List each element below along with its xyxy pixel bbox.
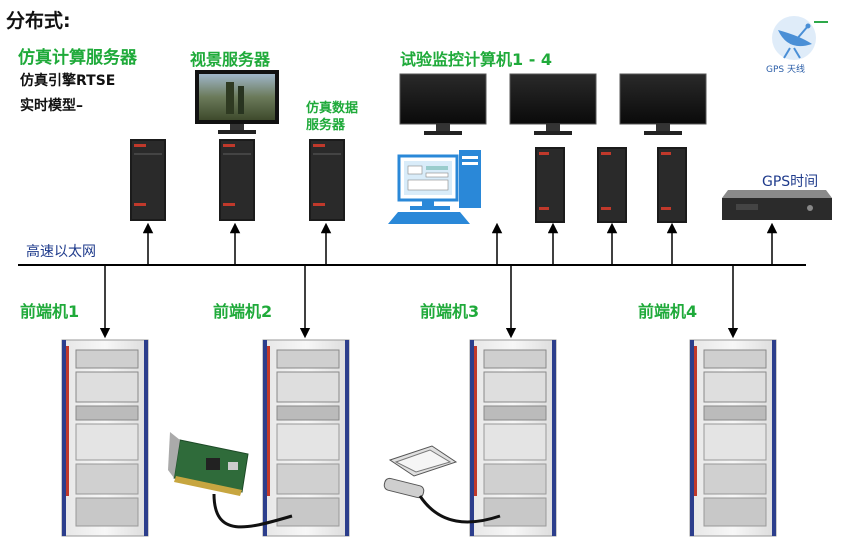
monitor-tower-2 [597,147,627,223]
gps-time-device [722,190,832,220]
sim-server-model-label: 实时模型– [20,98,83,114]
monitor-tower-1 [535,147,565,223]
front-end-label-3: 前端机3 [420,302,480,321]
usb-cable [418,495,501,524]
front-end-rack-2 [262,339,350,537]
monitor-pc-clipart [388,150,481,224]
front-end-rack-3 [469,339,557,537]
visual-server-title: 视景服务器 [190,50,271,69]
front-end-rack-1 [61,339,149,537]
usb-device [383,445,458,499]
front-end-label-4: 前端机4 [638,302,698,321]
satellite-dish-icon [772,16,828,60]
gps-time-label: GPS时间 [762,174,819,190]
downlinks [99,265,739,339]
sim-server-engine-label: 仿真引擎RTSE [20,73,116,89]
data-server-line1: 仿真数据 [306,101,359,116]
gps-antenna-label: GPS 天线 [766,65,805,75]
visual-server-monitor [195,70,279,134]
data-server-tower [309,139,345,221]
monitor-pc-title: 试验监控计算机1 - 4 [400,50,553,69]
front-end-rack-4 [689,339,777,537]
sim-server-tower [130,139,166,221]
pci-card [168,432,249,496]
uplinks [142,222,778,265]
page-title: 分布式: [6,10,71,32]
pci-cable [212,493,293,529]
monitor-2 [509,73,597,135]
monitor-tower-3 [657,147,687,223]
visual-server-tower [219,139,255,221]
monitor-1 [399,73,487,135]
front-end-label-2: 前端机2 [213,302,273,321]
front-end-label-1: 前端机1 [20,302,80,321]
monitor-3 [619,73,707,135]
ethernet-label: 高速以太网 [26,244,96,260]
sim-server-title: 仿真计算服务器 [18,48,137,68]
data-server-line2: 服务器 [306,118,346,133]
data-server-title: 仿真数据 服务器 [306,100,358,134]
